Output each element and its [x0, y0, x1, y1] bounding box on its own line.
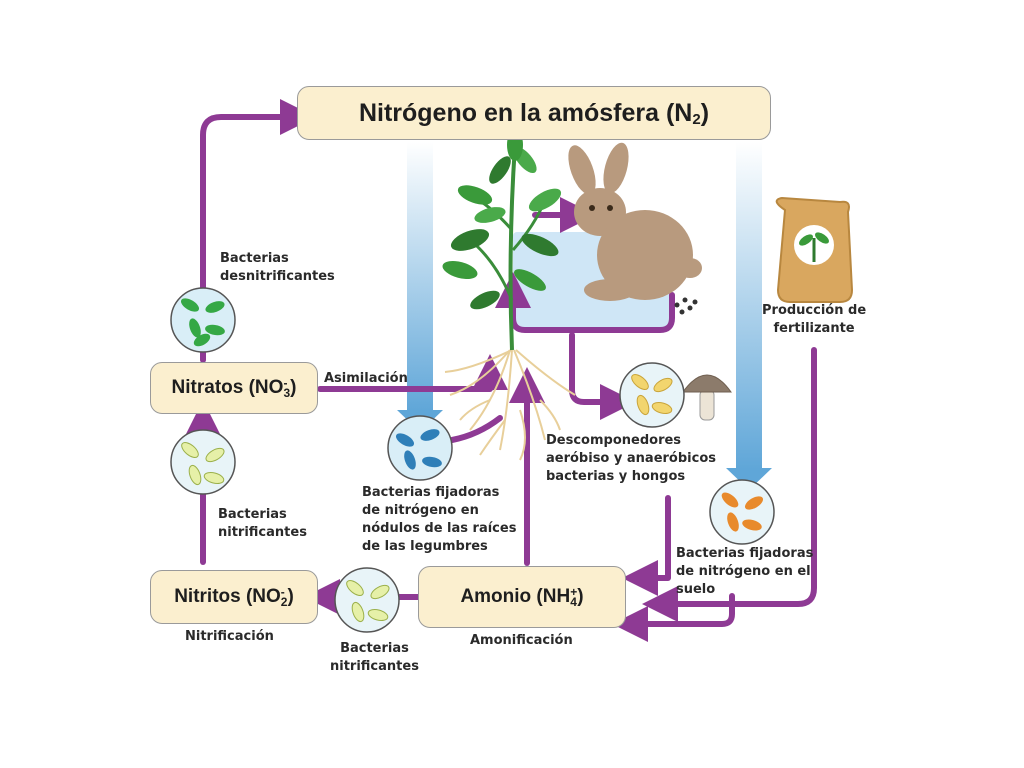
- nitrates-close: ): [290, 377, 297, 398]
- nitrifying-left-line-2: nitrificantes: [218, 525, 307, 540]
- fertilizer-line-1: Producción de: [762, 303, 867, 318]
- nitrifying-left-line-1: Bacterias: [218, 507, 287, 522]
- fertilizer-production-label: Producción de fertilizante: [762, 302, 866, 338]
- nitrates-ion: -3: [283, 376, 291, 400]
- ammonium-close: ): [577, 586, 584, 607]
- ammonium-text: Amonio (NH: [460, 586, 571, 607]
- soil-bacteria-to-ammonium-arrow: [612, 593, 735, 642]
- ammonification-label-text: Amonificación: [470, 633, 573, 648]
- root-nodule-line-1: Bacterias fijadoras: [362, 485, 500, 500]
- decomposers-label: Descomponedores aeróbiso y anaeróbicos b…: [546, 432, 716, 486]
- decomposers-line-3: bacterias y hongos: [546, 469, 686, 484]
- decomposers-to-ammonium-arrow: [622, 495, 671, 596]
- soil-fixing-bacteria-label: Bacterias fijadoras de nitrógeno en el s…: [676, 545, 813, 599]
- nitrites-ion: -2: [280, 585, 288, 609]
- rabbit-icon: [568, 142, 702, 301]
- atmosphere-subscript: 2: [692, 110, 701, 128]
- soil-fixing-line-1: Bacterias fijadoras: [676, 546, 814, 561]
- assimilation-label-text: Asimilación: [324, 371, 408, 386]
- nitrites-text: Nitritos (NO: [174, 586, 281, 607]
- atmosphere-text: Nitrógeno en la amósfera (N: [358, 98, 693, 127]
- atmosphere-to-soil-bacteria-arrow: [726, 142, 772, 490]
- nitrites-subscript: 2: [280, 595, 288, 609]
- atmosphere-close: ): [700, 98, 710, 127]
- root-nodule-bacteria-icon: [387, 415, 453, 481]
- nitrates-box: Nitratos (NO-3): [150, 362, 318, 414]
- mushroom-icon: [682, 374, 732, 421]
- ammonium-superscript: +: [570, 585, 578, 599]
- roots-icon: [444, 349, 576, 461]
- decomposers-line-1: Descomponedores: [546, 433, 682, 448]
- nitrates-text: Nitratos (NO: [171, 377, 284, 398]
- nitrites-box: Nitritos (NO-2): [150, 570, 318, 624]
- nitrifying-bacteria-bottom-icon: [334, 567, 400, 633]
- nitrates-subscript: 3: [283, 386, 291, 400]
- decomposer-bacteria-icon: [619, 362, 685, 428]
- nitrates-superscript: -: [283, 376, 288, 390]
- denitrifying-bacteria-icon: [170, 287, 236, 353]
- ammonium-box: Amonio (NH+4): [418, 566, 626, 628]
- nitrifying-bacteria-left-label: Bacterias nitrificantes: [218, 506, 307, 542]
- denitrification-arrow: [200, 99, 316, 291]
- assimilation-arrow: [317, 354, 508, 392]
- nitrifying-bacteria-bottom-label: Bacterias nitrificantes: [330, 640, 419, 676]
- nitrification-label-text: Nitrificación: [185, 629, 274, 644]
- soil-fixing-line-2: de nitrógeno en el: [676, 564, 811, 579]
- nitrification-label: Nitrificación: [185, 628, 274, 646]
- nitrifying-bacteria-left-icon: [170, 429, 236, 495]
- root-nodule-line-3: nódulos de las raíces: [362, 521, 517, 536]
- nitrites-superscript: -: [280, 585, 285, 599]
- soil-fixing-line-3: suelo: [676, 582, 716, 597]
- denitrifying-label-line-1: Bacterias: [220, 251, 289, 266]
- fertilizer-bag-icon: [775, 196, 854, 303]
- root-nodule-line-2: de nitrógeno en: [362, 503, 479, 518]
- ammonium-subscript: 4: [570, 595, 577, 609]
- ammonification-label: Amonificación: [470, 632, 573, 650]
- soil-fixing-bacteria-icon: [709, 479, 775, 545]
- root-nodule-line-4: de las legumbres: [362, 539, 488, 554]
- denitrifying-bacteria-label: Bacterias desnitrificantes: [220, 250, 335, 286]
- root-nodule-bacteria-label: Bacterias fijadoras de nitrógeno en nódu…: [362, 484, 516, 556]
- droppings-icon: [674, 297, 698, 315]
- nitrites-close: ): [287, 586, 294, 607]
- assimilation-label: Asimilación: [324, 370, 408, 388]
- fertilizer-to-ammonium-arrow: [642, 347, 817, 622]
- nitrifying-bottom-line-1: Bacterias: [340, 641, 409, 656]
- organisms-to-decomposers-arrow: [569, 332, 636, 420]
- fertilizer-line-2: fertilizante: [773, 321, 855, 336]
- ammonium-ion: +4: [570, 585, 578, 609]
- decomposers-line-2: aeróbiso y anaeróbicos: [546, 451, 716, 466]
- nitrifying-bottom-line-2: nitrificantes: [330, 659, 419, 674]
- rabbit-to-plant-return-arrow: [495, 272, 675, 333]
- root-nodule-connector: [449, 415, 503, 443]
- denitrifying-label-line-2: desnitrificantes: [220, 269, 335, 284]
